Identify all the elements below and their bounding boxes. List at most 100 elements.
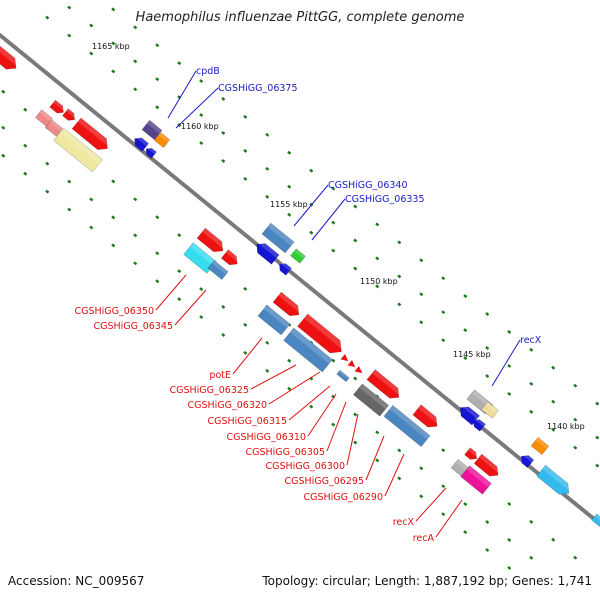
tick-mark: [221, 130, 226, 135]
tick-mark: [1, 89, 6, 94]
tick-mark: [67, 5, 72, 10]
gene-feature: [183, 242, 217, 274]
tick-mark: [265, 368, 270, 373]
label-leader-line: [250, 364, 297, 390]
tick-mark: [573, 417, 578, 422]
scale-label: 1165 kbp: [92, 42, 130, 51]
gene-feature: [283, 327, 333, 373]
tick-mark: [287, 150, 292, 155]
gene-feature: [473, 416, 486, 432]
tick-mark: [155, 279, 160, 284]
label-leader-line: [435, 499, 463, 538]
label-leader-line: [167, 70, 197, 119]
gene-feature: [44, 119, 64, 137]
tick-mark: [397, 476, 402, 481]
tick-mark: [111, 215, 116, 220]
gene-feature: [366, 369, 404, 399]
tick-mark: [353, 266, 358, 271]
gene-label: CGSHiGG_06305: [245, 447, 325, 458]
gene-feature: [153, 131, 171, 149]
tick-mark: [419, 320, 424, 325]
label-leader-line: [311, 198, 346, 241]
tick-mark: [573, 555, 578, 560]
gene-label: potE: [209, 370, 231, 381]
tick-mark: [529, 381, 534, 386]
genome-backbone: [0, 32, 600, 527]
tick-mark: [485, 346, 490, 351]
label-leader-line: [175, 87, 219, 129]
tick-mark: [463, 502, 468, 507]
gene-feature: [473, 453, 502, 477]
tick-mark: [375, 430, 380, 435]
gene-feature: [464, 447, 480, 460]
tick-mark: [23, 107, 28, 112]
label-leader-line: [365, 435, 385, 481]
tick-mark: [419, 466, 424, 471]
tick-mark: [353, 376, 358, 381]
tick-mark: [397, 448, 402, 453]
tick-mark: [177, 269, 182, 274]
accession-text: Accession: NC_009567: [8, 574, 145, 588]
tick-mark: [529, 347, 534, 352]
tick-mark: [155, 77, 160, 82]
tick-mark: [507, 329, 512, 334]
tick-mark: [595, 435, 600, 440]
gene-feature: [279, 260, 292, 276]
tick-mark: [529, 555, 534, 560]
tick-mark: [243, 176, 248, 181]
tick-mark: [375, 284, 380, 289]
tick-mark: [441, 276, 446, 281]
scale-label: 1145 kbp: [453, 350, 491, 359]
tick-mark: [463, 356, 468, 361]
tick-mark: [133, 59, 138, 64]
tick-mark: [133, 87, 138, 92]
gene-label: CGSHiGG_06345: [93, 321, 173, 332]
scale-label: 1150 kbp: [360, 277, 398, 286]
tick-mark: [331, 186, 336, 191]
label-leader-line: [326, 401, 347, 452]
tick-mark: [397, 274, 402, 279]
gene-label: recA: [413, 533, 435, 544]
gene-feature: [141, 119, 163, 141]
tick-mark: [133, 233, 138, 238]
tick-mark: [243, 114, 248, 119]
tick-mark: [67, 33, 72, 38]
tick-mark: [177, 233, 182, 238]
label-leader-line: [288, 385, 331, 421]
tick-mark: [595, 401, 600, 406]
tick-mark: [67, 179, 72, 184]
gene-label: recX: [520, 335, 542, 346]
tick-mark: [419, 258, 424, 263]
tick-mark: [199, 287, 204, 292]
tick-mark: [309, 168, 314, 173]
scale-label: 1155 kbp: [270, 200, 308, 209]
gene-label: CGSHiGG_06375: [218, 83, 298, 94]
gene-feature: [460, 465, 492, 495]
label-leader-line: [268, 371, 321, 405]
tick-mark: [265, 166, 270, 171]
tick-mark: [265, 194, 270, 199]
tick-mark: [199, 113, 204, 118]
tick-mark: [23, 143, 28, 148]
tick-mark: [177, 297, 182, 302]
tick-mark: [45, 189, 50, 194]
gene-feature: [196, 227, 227, 253]
gene-feature: [297, 313, 347, 354]
tick-mark: [89, 225, 94, 230]
small-gene-arrow: [354, 366, 363, 374]
tick-mark: [551, 365, 556, 370]
tick-mark: [419, 292, 424, 297]
tick-mark: [287, 386, 292, 391]
tick-mark: [331, 248, 336, 253]
tick-mark: [375, 256, 380, 261]
tick-mark: [155, 105, 160, 110]
scale-label: 1160 kbp: [181, 122, 219, 131]
gene-block: [0, 45, 21, 70]
label-leader-line: [346, 413, 359, 466]
tick-mark: [221, 96, 226, 101]
tick-mark: [133, 197, 138, 202]
gene-label: CGSHiGG_06315: [207, 416, 287, 427]
tick-mark: [507, 565, 512, 570]
tick-mark: [507, 391, 512, 396]
